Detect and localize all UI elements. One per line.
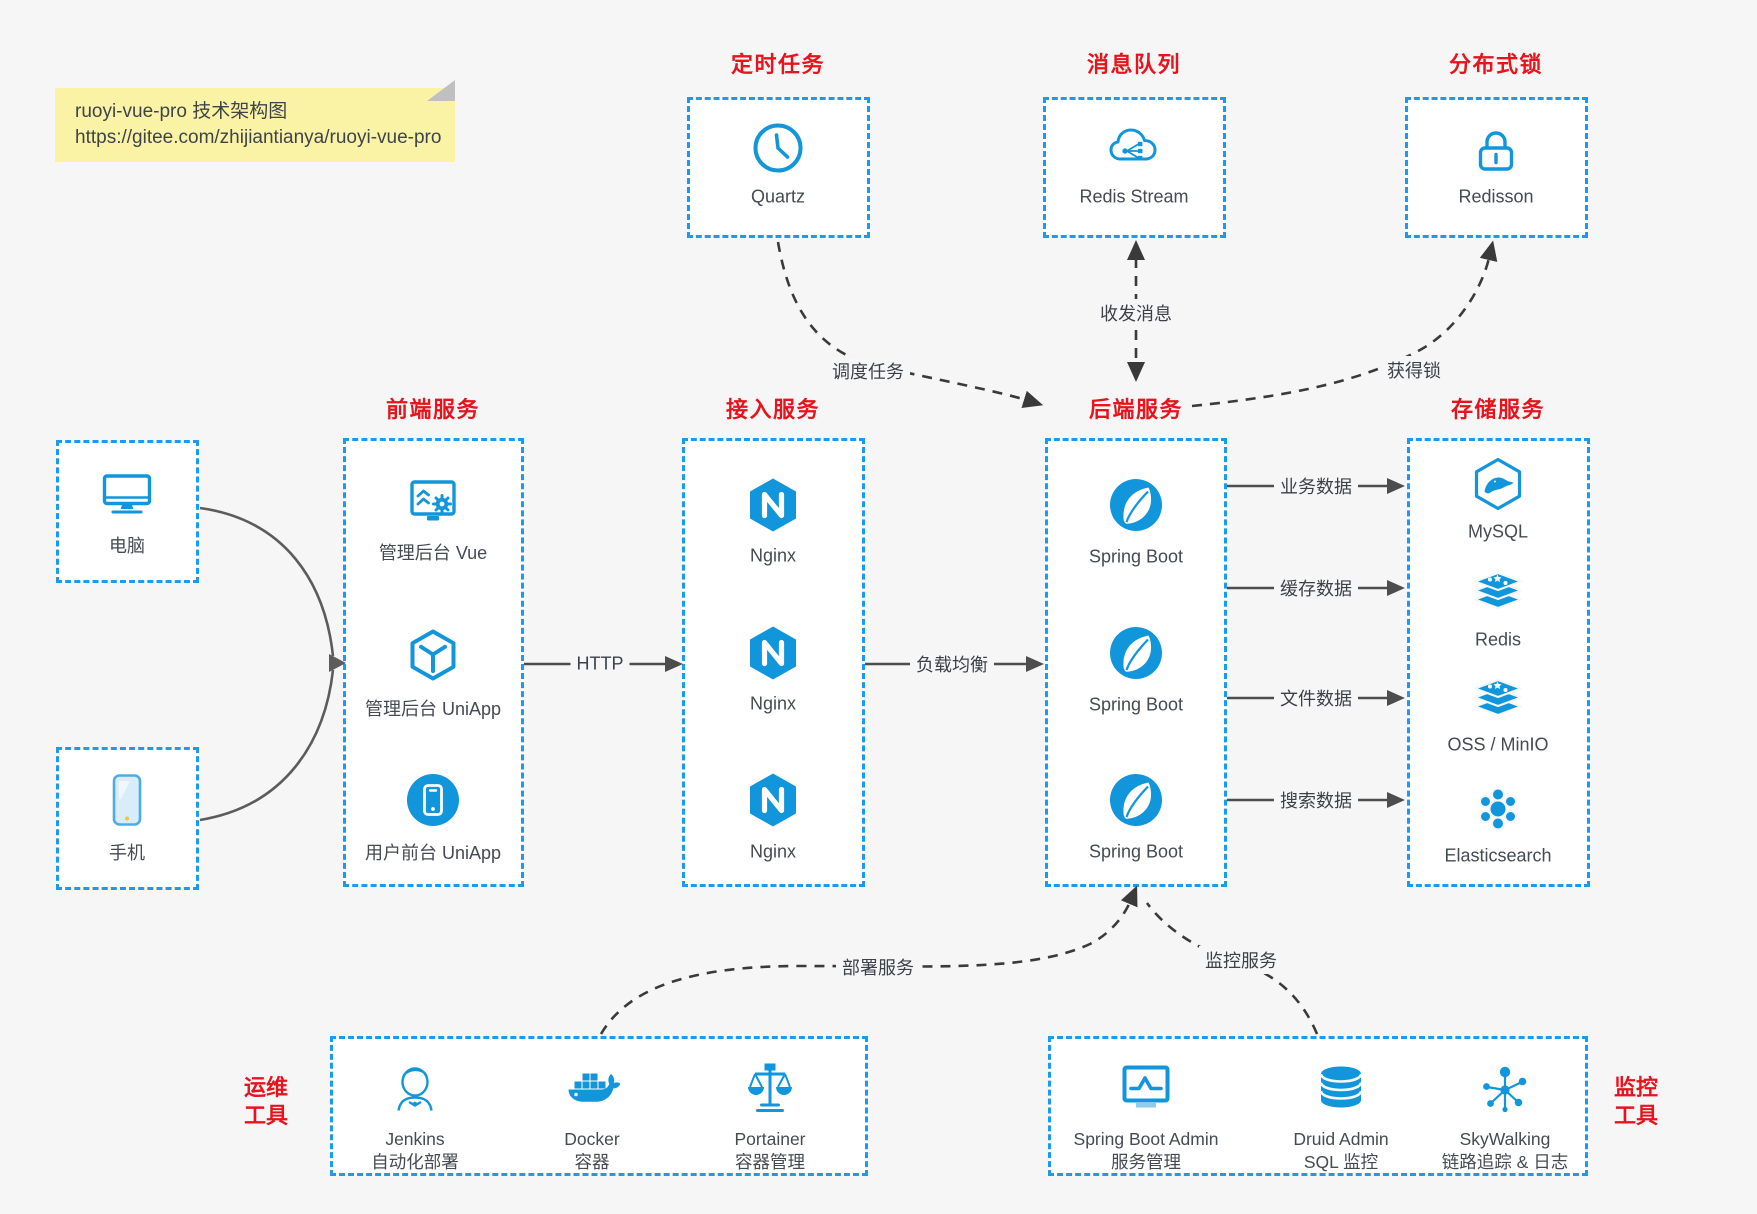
portainer-icon	[742, 1061, 798, 1117]
scheduled-task-title: 定时任务	[730, 52, 826, 77]
docker-icon	[564, 1061, 620, 1117]
gateway-title: 接入服务	[725, 397, 821, 422]
redis-label: Redis	[1474, 629, 1522, 650]
docker-item: Docker 容器	[564, 1128, 619, 1174]
portainer-name: Portainer	[734, 1129, 806, 1149]
redis-stream-label: Redis Stream	[1079, 186, 1189, 207]
load-balance-edge-label: 负载均衡	[910, 650, 994, 678]
skywalking-name: SkyWalking	[1459, 1129, 1551, 1149]
note-title: ruoyi-vue-pro 技术架构图	[75, 101, 288, 122]
sticky-note: ruoyi-vue-pro 技术架构图 https://gitee.com/zh…	[55, 88, 455, 162]
network-hub-icon	[1477, 1061, 1533, 1117]
message-arrowhead-down	[1127, 362, 1145, 382]
elasticsearch-label: Elasticsearch	[1444, 845, 1552, 866]
sba-sub: 服务管理	[1110, 1152, 1181, 1172]
mysql-icon	[1470, 456, 1526, 512]
monitor-chart-icon	[1118, 1061, 1174, 1117]
cache-data-edge-label: 缓存数据	[1274, 574, 1358, 602]
monitoring-side-line2: 工具	[1613, 1103, 1659, 1128]
spring-icon	[1108, 477, 1164, 533]
mysql-label: MySQL	[1467, 521, 1529, 542]
admin-uniapp-label: 管理后台 UniApp	[364, 699, 502, 719]
frontend-title: 前端服务	[385, 397, 481, 422]
oss-minio-label: OSS / MinIO	[1447, 734, 1549, 755]
sba-name: Spring Boot Admin	[1073, 1129, 1219, 1149]
cloud-network-icon	[1106, 120, 1162, 176]
business-data-edge-label: 业务数据	[1274, 472, 1358, 500]
mobile-client-label: 手机	[109, 843, 145, 863]
schedule-task-edge-label: 调度任务	[826, 357, 910, 385]
nginx-label: Nginx	[749, 841, 797, 862]
docker-name: Docker	[564, 1129, 620, 1149]
quartz-box	[687, 97, 870, 238]
deploy-edge-label: 部署服务	[836, 953, 920, 981]
redis-stream-box	[1043, 97, 1226, 238]
jenkins-icon	[387, 1061, 443, 1117]
ops-side-line1: 运维	[243, 1075, 289, 1100]
docker-sub: 容器	[574, 1152, 610, 1172]
admin-vue-label: 管理后台 Vue	[378, 543, 488, 563]
message-arrowhead-up	[1127, 240, 1145, 260]
ops-side-line2: 工具	[243, 1103, 289, 1128]
nginx-icon	[745, 772, 801, 828]
spring-boot-label: Spring Boot	[1088, 841, 1184, 862]
monitor-edge-label: 监控服务	[1199, 946, 1283, 974]
spring-icon	[1108, 625, 1164, 681]
jenkins-sub: 自动化部署	[371, 1152, 459, 1172]
jenkins-item: Jenkins 自动化部署	[371, 1128, 459, 1174]
http-edge-label: HTTP	[570, 652, 630, 676]
jenkins-name: Jenkins	[385, 1129, 445, 1149]
ops-tools-side-label: 运维 工具	[244, 1074, 288, 1130]
file-data-edge-label: 文件数据	[1274, 684, 1358, 712]
pc-client-label: 电脑	[109, 536, 145, 556]
druid-admin-item: Druid Admin SQL 监控	[1293, 1128, 1388, 1174]
portainer-item: Portainer 容器管理	[734, 1128, 805, 1174]
quartz-label: Quartz	[750, 186, 806, 207]
cube-icon	[405, 627, 461, 683]
druid-name: Druid Admin	[1293, 1129, 1389, 1149]
user-uniapp-label: 用户前台 UniApp	[364, 843, 502, 863]
nginx-icon	[745, 477, 801, 533]
spring-icon	[1108, 772, 1164, 828]
druid-sub: SQL 监控	[1303, 1152, 1379, 1172]
spring-boot-label: Spring Boot	[1088, 694, 1184, 715]
portainer-sub: 容器管理	[734, 1152, 805, 1172]
desktop-icon	[99, 467, 155, 523]
clock-icon	[750, 120, 806, 176]
admin-screen-gear-icon	[405, 475, 461, 531]
storage-title: 存储服务	[1450, 397, 1546, 422]
monitoring-tools-side-label: 监控 工具	[1614, 1074, 1658, 1130]
nginx-label: Nginx	[749, 545, 797, 566]
distributed-lock-title: 分布式锁	[1448, 52, 1544, 77]
client-to-frontend-curves	[199, 506, 335, 822]
search-data-edge-label: 搜索数据	[1274, 786, 1358, 814]
database-icon	[1313, 1061, 1369, 1117]
lock-icon	[1468, 122, 1524, 178]
message-edge-label: 收发消息	[1094, 299, 1178, 327]
phone-icon	[99, 772, 155, 828]
nginx-label: Nginx	[749, 693, 797, 714]
note-url: https://gitee.com/zhijiantianya/ruoyi-vu…	[75, 127, 442, 148]
skywalking-item: SkyWalking 链路追踪 & 日志	[1442, 1128, 1568, 1174]
monitoring-side-line1: 监控	[1613, 1075, 1659, 1100]
redis-stack-icon	[1470, 672, 1526, 728]
skywalking-sub: 链路追踪 & 日志	[1441, 1152, 1569, 1172]
circle-phone-icon	[405, 772, 461, 828]
get-lock-edge-label: 获得锁	[1381, 356, 1447, 384]
redis-stack-icon	[1470, 565, 1526, 621]
spring-boot-label: Spring Boot	[1088, 546, 1184, 567]
spring-boot-admin-item: Spring Boot Admin 服务管理	[1074, 1128, 1219, 1174]
nginx-icon	[745, 625, 801, 681]
backend-title: 后端服务	[1088, 397, 1184, 422]
redisson-label: Redisson	[1458, 186, 1534, 207]
message-queue-title: 消息队列	[1086, 52, 1182, 77]
elasticsearch-icon	[1470, 780, 1526, 836]
